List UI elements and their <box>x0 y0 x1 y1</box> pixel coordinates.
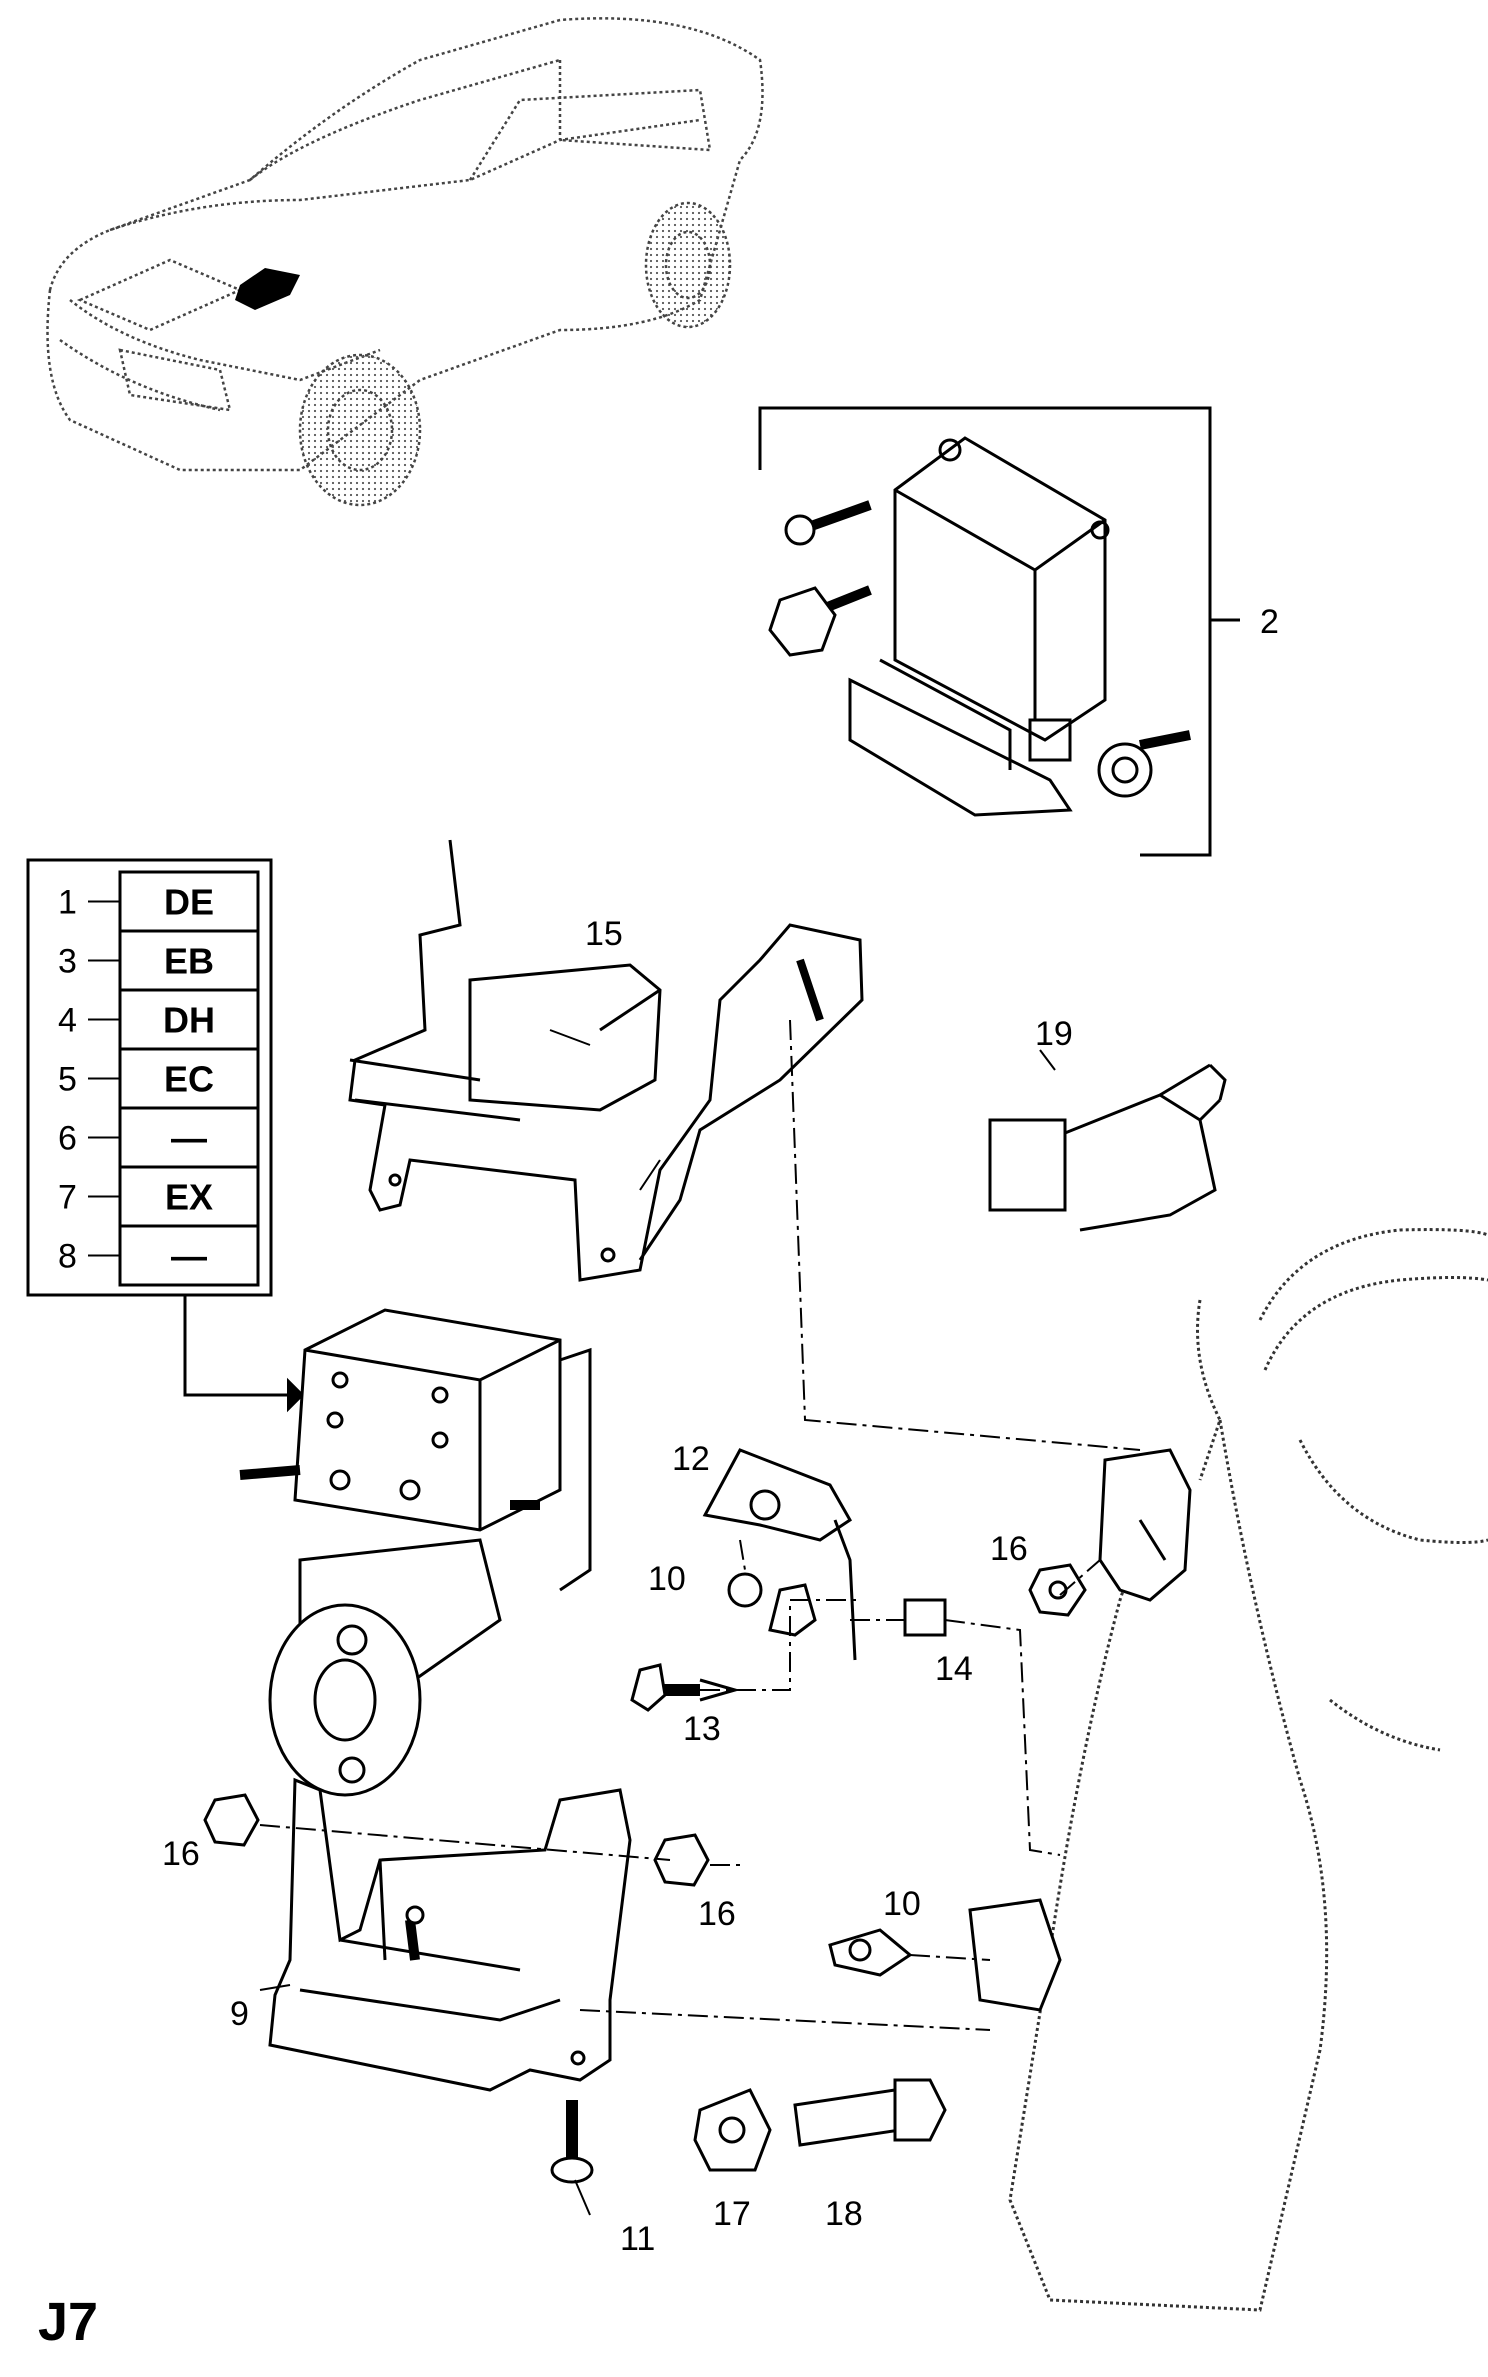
variant-row: 8— <box>58 1224 260 1287</box>
callout-leaders <box>259 1029 1056 2216</box>
callout-13: 13 <box>683 1710 721 1748</box>
variant-code-cell <box>118 870 260 933</box>
variant-row: 6— <box>58 1106 260 1169</box>
variant-code-cell <box>118 1047 260 1110</box>
callout-15: 15 <box>585 915 623 953</box>
variant-code-cell <box>118 1165 260 1228</box>
vehicle-location-illustration <box>46 17 764 507</box>
page-code: J7 <box>38 2292 98 2352</box>
variant-code: EB <box>164 941 214 982</box>
callout-9: 9 <box>230 1995 249 2033</box>
variant-code-cell <box>118 929 260 992</box>
variant-item-number: 6 <box>58 1120 77 1158</box>
callout-16-left: 16 <box>162 1835 200 1873</box>
variant-item-number: 3 <box>58 943 77 981</box>
callout-12: 12 <box>672 1440 710 1478</box>
variant-code: — <box>171 1236 207 1277</box>
sensor-19 <box>988 1063 1227 1232</box>
variant-item-number: 4 <box>58 1002 77 1040</box>
variant-code: DH <box>163 1000 215 1041</box>
callout-16-center: 16 <box>698 1895 736 1933</box>
variant-code: DE <box>164 882 214 923</box>
callout-10-lower: 10 <box>883 1885 921 1923</box>
body-structure-solid <box>968 1448 1192 2012</box>
body-structure-outline <box>1008 1228 1488 2312</box>
variant-row: 1 DE <box>58 870 260 933</box>
variant-code-cell <box>118 1224 260 1287</box>
variant-code: EX <box>165 1177 213 1218</box>
variant-item-number: 1 <box>58 884 77 922</box>
variant-item-number: 8 <box>58 1238 77 1276</box>
abs-location-marker <box>235 268 300 310</box>
support-bracket-9 <box>268 1777 632 2092</box>
variant-code-cell <box>118 1106 260 1169</box>
variant-item-number: 5 <box>58 1061 77 1099</box>
callout-19: 19 <box>1035 1015 1073 1053</box>
variant-item-number: 7 <box>58 1179 77 1217</box>
variant-code: EC <box>164 1059 214 1100</box>
callout-18: 18 <box>825 2195 863 2233</box>
variant-row: 5 EC <box>58 1047 260 1110</box>
variant-code: — <box>171 1118 207 1159</box>
small-hardware <box>203 1448 1087 2184</box>
callout-16-right: 16 <box>990 1530 1028 1568</box>
assembly-leader-lines <box>259 1019 1141 2031</box>
mounting-bracket-15 <box>348 839 864 1282</box>
hydraulic-modulator <box>239 1308 592 1797</box>
callout-2: 2 <box>1260 603 1279 641</box>
callout-17: 17 <box>713 2195 751 2233</box>
variant-row: 3 EB <box>58 929 260 992</box>
variant-row: 7 EX <box>58 1165 260 1228</box>
callout-14: 14 <box>935 1650 973 1688</box>
callout-labels: 2 15 19 12 10 16 14 13 16 16 10 9 11 1 7 … <box>38 603 1279 2352</box>
callout-10-upper: 10 <box>648 1560 686 1598</box>
control-module-group <box>758 406 1240 857</box>
callout-11: 11 <box>620 2220 655 2258</box>
